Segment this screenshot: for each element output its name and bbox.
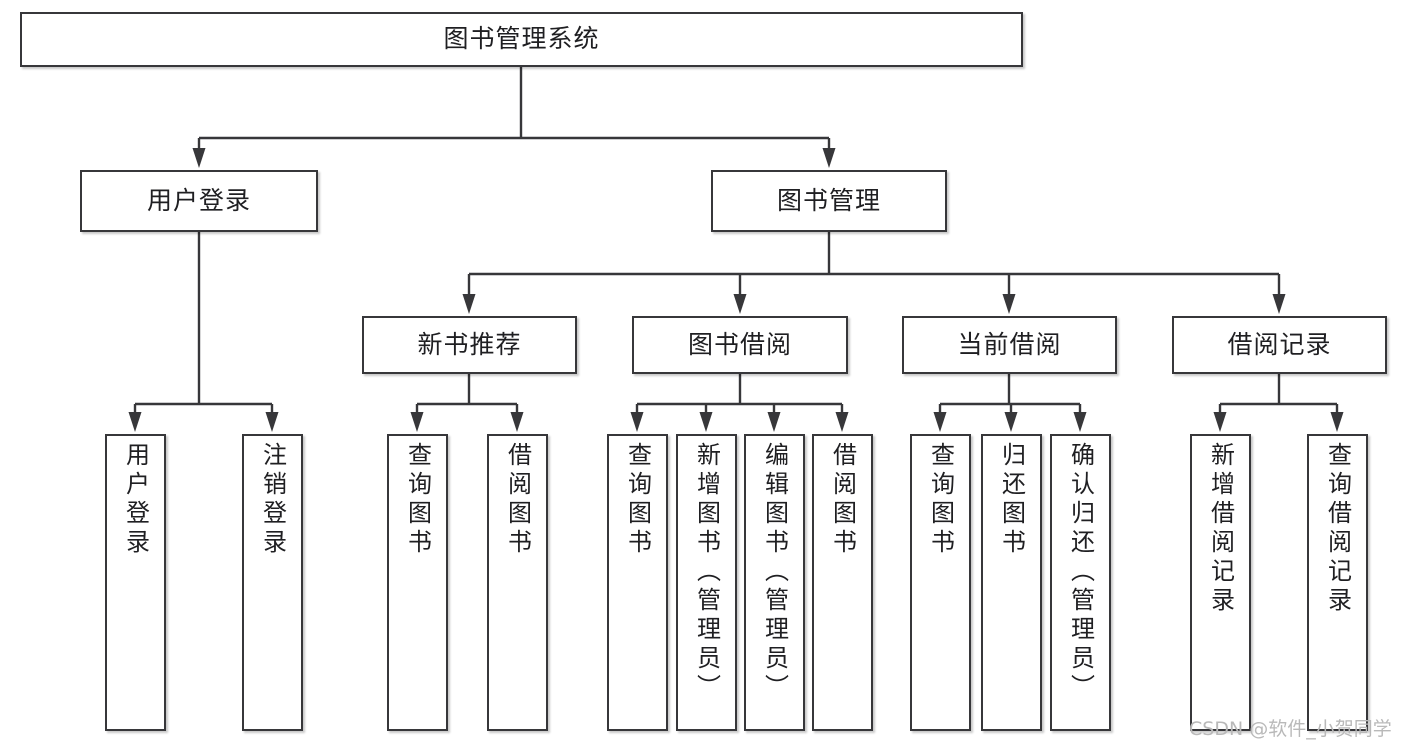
node-leaf-borrow-book[interactable]: 借阅图书 <box>812 434 873 731</box>
arrowhead-edge-br-to-leaf1 <box>1213 412 1227 432</box>
node-label: 新增图书（管理员） <box>692 442 721 703</box>
arrowhead-edge-ul-to-leaf2 <box>265 412 279 432</box>
arrowhead-edge-nb-to-leaf2 <box>510 412 524 432</box>
arrowhead-edge-ul-to-leaf1 <box>128 412 142 432</box>
node-label: 查询图书 <box>926 442 955 558</box>
node-label: 编辑图书（管理员） <box>760 442 789 703</box>
node-label: 图书借阅 <box>687 329 792 359</box>
arrowhead-edge-cb-to-leaf1 <box>933 412 947 432</box>
node-label: 新书推荐 <box>417 329 522 359</box>
node-leaf-query-book-borrow[interactable]: 查询图书 <box>607 434 668 731</box>
node-label: 借阅图书 <box>503 442 532 558</box>
node-leaf-borrow-book-rec[interactable]: 借阅图书 <box>487 434 548 731</box>
arrowhead-edge-bb-to-leaf3 <box>767 412 781 432</box>
node-label: 归还图书 <box>997 442 1026 558</box>
node-leaf-query-book-rec[interactable]: 查询图书 <box>387 434 448 731</box>
node-label: 查询图书 <box>623 442 652 558</box>
node-leaf-return-book[interactable]: 归还图书 <box>981 434 1042 731</box>
arrowhead-edge-cb-to-leaf3 <box>1073 412 1087 432</box>
node-label: 借阅记录 <box>1227 329 1332 359</box>
arrowhead-edge-nb-to-leaf1 <box>410 412 424 432</box>
node-borrow-record[interactable]: 借阅记录 <box>1172 316 1387 374</box>
node-leaf-query-borrow-record[interactable]: 查询借阅记录 <box>1307 434 1368 731</box>
node-label: 用户登录 <box>121 442 150 558</box>
edge-group <box>128 67 1344 432</box>
node-leaf-confirm-return-admin[interactable]: 确认归还（管理员） <box>1050 434 1111 731</box>
node-user-login[interactable]: 用户登录 <box>80 170 318 232</box>
node-book-manage[interactable]: 图书管理 <box>711 170 947 232</box>
node-new-book-recommend[interactable]: 新书推荐 <box>362 316 577 374</box>
node-label: 确认归还（管理员） <box>1066 442 1095 703</box>
node-leaf-query-book-current[interactable]: 查询图书 <box>910 434 971 731</box>
node-label: 注销登录 <box>258 442 287 558</box>
arrowhead-edge-br-to-leaf2 <box>1330 412 1344 432</box>
node-label: 当前借阅 <box>957 329 1062 359</box>
arrowhead-edge-bm-to-book-borrow <box>733 294 747 314</box>
node-label: 图书管理系统 <box>443 24 600 54</box>
node-book-borrow[interactable]: 图书借阅 <box>632 316 848 374</box>
arrowhead-edge-bm-to-borrow-record <box>1272 294 1286 314</box>
node-leaf-add-book-admin[interactable]: 新增图书（管理员） <box>676 434 737 731</box>
node-root[interactable]: 图书管理系统 <box>20 12 1023 67</box>
node-label: 用户登录 <box>146 185 251 215</box>
arrowhead-edge-root-to-book-manage <box>822 148 836 168</box>
node-label: 图书管理 <box>776 185 881 215</box>
arrowhead-edge-bb-to-leaf1 <box>630 412 644 432</box>
node-current-borrow[interactable]: 当前借阅 <box>902 316 1117 374</box>
node-label: 查询借阅记录 <box>1323 442 1352 616</box>
arrowhead-edge-root-to-user-login <box>192 148 206 168</box>
node-label: 新增借阅记录 <box>1206 442 1235 616</box>
arrowhead-edge-bm-to-new-book <box>462 294 476 314</box>
arrowhead-edge-cb-to-leaf2 <box>1004 412 1018 432</box>
node-leaf-add-borrow-record[interactable]: 新增借阅记录 <box>1190 434 1251 731</box>
arrowhead-edge-bb-to-leaf2 <box>699 412 713 432</box>
csdn-watermark: CSDN @软件_小贺同学 <box>1189 718 1392 740</box>
node-label: 借阅图书 <box>828 442 857 558</box>
node-leaf-edit-book-admin[interactable]: 编辑图书（管理员） <box>744 434 805 731</box>
arrowhead-edge-bb-to-leaf4 <box>835 412 849 432</box>
node-label: 查询图书 <box>403 442 432 558</box>
node-leaf-user-login[interactable]: 用户登录 <box>105 434 166 731</box>
node-leaf-user-logout[interactable]: 注销登录 <box>242 434 303 731</box>
arrowhead-edge-bm-to-current-borrow <box>1002 294 1016 314</box>
